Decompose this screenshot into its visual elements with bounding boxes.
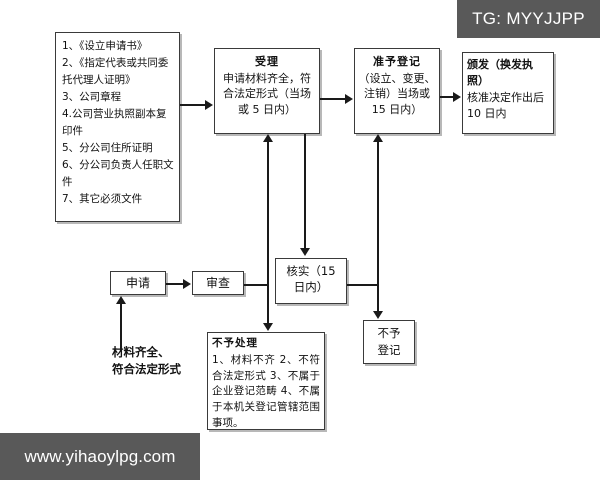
node-verification: 核实（15 日内） — [275, 258, 347, 304]
node-no-processing: 不予处理 1、材料不齐 2、不符合法定形式 3、不属于企业登记范畴 4、不属于本… — [207, 332, 325, 430]
watermark-label: www.yihaoylpg.com — [24, 446, 176, 466]
node-no-processing-body: 1、材料不齐 2、不符合法定形式 3、不属于企业登记范畴 4、不属于本机关登记管… — [212, 353, 320, 429]
doc-item-2: 2、《指定代表或共同委托代理人证明》 — [62, 57, 169, 86]
arrowhead-right-junction-down-to-no-registration — [373, 311, 383, 319]
arrowhead-junction-down-to-no-processing — [263, 323, 273, 331]
node-verification-line1: 核实（15 — [286, 264, 336, 278]
connector-review-to-junction — [244, 284, 269, 286]
node-issue-license: 颁发（换发执照） 核准决定作出后 10 日内 — [462, 52, 554, 134]
connector-acceptance-to-approve — [320, 98, 347, 100]
node-no-registration-line2: 登记 — [377, 343, 401, 358]
arrowhead-doclist-to-acceptance — [205, 100, 213, 110]
connector-entry-into-application — [120, 302, 122, 350]
node-application: 申请 — [110, 271, 166, 295]
arrowhead-acceptance-to-approve — [345, 94, 353, 104]
node-verification-line2: 日内） — [293, 280, 329, 295]
connector-verification-to-right-junction — [347, 284, 379, 286]
node-review: 审查 — [192, 271, 244, 295]
connector-application-to-review — [166, 283, 184, 285]
connector-approve-to-issue — [440, 96, 456, 98]
arrowhead-entry-into-application — [116, 296, 126, 304]
caption-line-1: 材料齐全、 — [112, 345, 170, 359]
node-no-registration-line1: 不予 — [377, 326, 401, 340]
doc-item-4: 4.公司营业执照副本复印件 — [62, 108, 167, 137]
arrowhead-application-to-review — [183, 279, 191, 289]
document-requirements-list: 1、《设立申请书》 2、《指定代表或共同委托代理人证明》 3、公司章程 4.公司… — [55, 32, 180, 222]
connector-review-junction-up-to-acceptance — [267, 140, 269, 286]
node-acceptance: 受理 申请材料齐全，符合法定形式（当场或 5 日内） — [214, 48, 320, 134]
arrowhead-junction-up-to-acceptance — [263, 134, 273, 142]
doc-item-7: 7、其它必须文件 — [62, 193, 143, 205]
node-no-registration: 不予 登记 — [363, 320, 415, 364]
node-no-processing-title: 不予处理 — [212, 337, 258, 349]
tg-badge: TG: MYYJJPP — [457, 0, 600, 38]
watermark-url: www.yihaoylpg.com — [0, 433, 200, 480]
node-approve-registration-body: （设立、变更、注销）当场或 15 日内） — [358, 71, 436, 116]
node-review-label: 审查 — [205, 276, 230, 290]
connector-right-junction-up-to-approve — [377, 140, 379, 286]
doc-item-1: 1、《设立申请书》 — [62, 40, 148, 52]
node-issue-license-body: 核准决定作出后 10 日内 — [467, 90, 544, 120]
doc-item-6: 6、分公司负责人任职文件 — [62, 159, 174, 188]
connector-acceptance-down-to-verification — [304, 134, 306, 250]
arrowhead-acceptance-down-to-verification — [300, 248, 310, 256]
arrowhead-approve-to-issue — [453, 92, 461, 102]
node-approve-registration: 准予登记 （设立、变更、注销）当场或 15 日内） — [354, 48, 440, 134]
connector-junction-down-to-no-processing — [267, 284, 269, 325]
connector-doclist-to-acceptance — [180, 104, 206, 106]
connector-right-junction-down-to-no-registration — [377, 284, 379, 313]
doc-item-3: 3、公司章程 — [62, 91, 122, 103]
caption-line-2: 符合法定形式 — [112, 362, 181, 377]
node-approve-registration-title: 准予登记 — [373, 55, 421, 68]
node-acceptance-title: 受理 — [255, 55, 279, 68]
caption-materials-complete: 材料齐全、 符合法定形式 — [112, 344, 208, 379]
node-acceptance-body: 申请材料齐全，符合法定形式（当场或 5 日内） — [223, 71, 311, 116]
doc-item-5: 5、分公司住所证明 — [62, 142, 153, 154]
arrowhead-right-junction-up-to-approve — [373, 134, 383, 142]
node-issue-license-title: 颁发（换发执照） — [467, 58, 533, 87]
tg-badge-label: TG: MYYJJPP — [472, 9, 585, 28]
node-application-label: 申请 — [125, 276, 150, 290]
